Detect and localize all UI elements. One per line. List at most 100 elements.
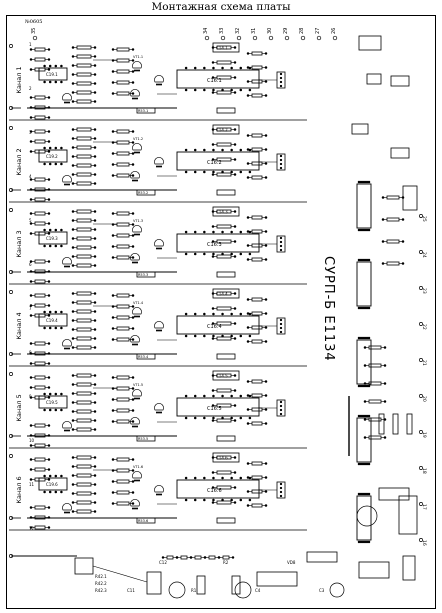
transistor-pin — [137, 315, 141, 318]
capacitor-body — [212, 124, 240, 135]
ic-pin — [248, 476, 252, 480]
pad — [47, 526, 51, 529]
pad — [131, 480, 135, 483]
ic-pin — [361, 414, 365, 418]
connector-pin — [279, 236, 283, 240]
pad-number: 11 — [29, 482, 35, 487]
pad — [71, 146, 75, 149]
ic-pin — [60, 80, 63, 84]
pad — [246, 176, 250, 179]
component-label: R42.2 — [95, 581, 107, 586]
pad — [111, 130, 115, 133]
pad — [111, 81, 115, 84]
pad — [29, 342, 33, 345]
transistor-pin — [67, 101, 71, 104]
connector-pad — [419, 502, 423, 506]
resistor-body — [76, 482, 92, 487]
pad — [93, 410, 97, 413]
pad-number: 31 — [251, 28, 257, 34]
resistor-body — [76, 500, 92, 505]
ic-pin — [357, 180, 361, 184]
connector-pin — [279, 80, 283, 84]
pad — [233, 501, 237, 504]
pad — [217, 556, 221, 559]
transistor-pin — [157, 329, 161, 332]
ic-body — [356, 261, 372, 307]
ic-pin — [365, 492, 369, 496]
ic-pin — [48, 244, 52, 248]
pad — [211, 91, 215, 94]
pad — [246, 326, 250, 329]
resistor-body — [34, 443, 46, 448]
resistor-body — [222, 555, 230, 560]
pad — [29, 468, 33, 471]
resistor-body — [76, 427, 92, 432]
resistor-body — [406, 413, 413, 435]
pad-number: 34 — [203, 28, 209, 34]
pad — [264, 230, 268, 233]
ic-pin — [54, 326, 58, 330]
resistor-body — [116, 255, 130, 260]
pad — [211, 143, 215, 146]
transistor-body — [154, 157, 164, 165]
transistor-pin — [135, 261, 139, 264]
ic-pin — [221, 498, 224, 502]
ic-pin — [60, 162, 63, 166]
pad — [111, 48, 115, 51]
ic-pin — [239, 476, 243, 480]
ic-pin — [184, 416, 188, 420]
ic-pin — [367, 414, 371, 418]
pad — [264, 52, 268, 55]
pad — [71, 492, 75, 495]
pad — [71, 46, 75, 49]
ic-pin — [48, 228, 52, 232]
ic-pin — [365, 414, 369, 418]
pad — [111, 376, 115, 379]
ic-body — [256, 571, 298, 587]
pad — [93, 237, 97, 240]
resistor-body — [76, 455, 92, 460]
pad — [71, 55, 75, 58]
pad — [131, 81, 135, 84]
ic-pin — [212, 66, 215, 70]
board-title: Монтажная схема платы — [151, 1, 291, 13]
ic-pin — [203, 148, 206, 152]
pad — [93, 428, 97, 431]
resistor-body — [231, 575, 241, 595]
pad — [246, 148, 250, 151]
ic-pin — [365, 258, 369, 262]
ic-pin — [43, 408, 46, 412]
ic-label: C19.1 — [46, 72, 58, 77]
pad — [211, 225, 215, 228]
pad — [71, 219, 75, 222]
pad — [246, 230, 250, 233]
ic-body — [38, 67, 68, 81]
resistor-body — [76, 491, 92, 496]
ic-pin — [248, 88, 252, 92]
resistor-body — [116, 408, 130, 413]
pad — [246, 340, 250, 343]
transistor-pin — [157, 83, 161, 86]
resistor-body — [386, 261, 400, 266]
pad-number: 26 — [331, 28, 337, 34]
pad — [211, 404, 215, 407]
ic-pin — [203, 312, 206, 316]
connector-pin — [279, 158, 283, 162]
resistor-body — [76, 236, 92, 241]
ic-pin — [54, 310, 58, 314]
pad — [383, 346, 387, 349]
connector-pad — [284, 35, 290, 41]
transistor-pin — [63, 511, 67, 514]
transistor-pin — [159, 83, 163, 86]
ic-pin — [221, 334, 224, 338]
capacitor-body — [378, 487, 410, 501]
ic-pin — [357, 336, 361, 340]
pad-number: 6 — [29, 262, 32, 267]
pad — [131, 502, 135, 505]
pad — [71, 292, 75, 295]
transistor-body — [74, 557, 94, 575]
ic-pin — [239, 252, 243, 256]
ic-pin — [43, 162, 46, 166]
resistor-body — [76, 291, 92, 296]
